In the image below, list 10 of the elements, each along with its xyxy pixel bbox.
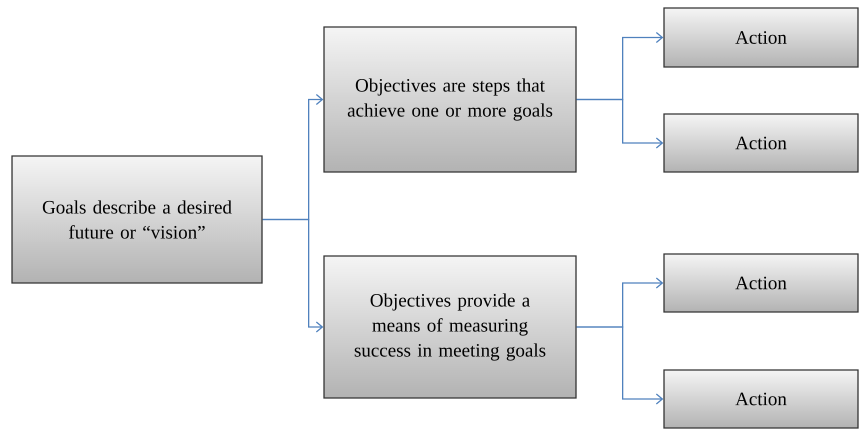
goal-box: Goals describe a desired future or “vision”: [11, 155, 263, 284]
arrow: [262, 218, 324, 332]
objective-box: Objectives provide a means of measuring success in meeting goals: [323, 255, 577, 399]
objective-box: Objectives are steps that achieve one or more goals: [323, 26, 577, 173]
action-box: Action: [663, 113, 859, 173]
arrow: [576, 326, 664, 404]
arrow: [576, 98, 664, 148]
action-box: Action: [663, 369, 859, 429]
action-box: Action: [663, 253, 859, 313]
action-box: Action: [663, 7, 859, 68]
